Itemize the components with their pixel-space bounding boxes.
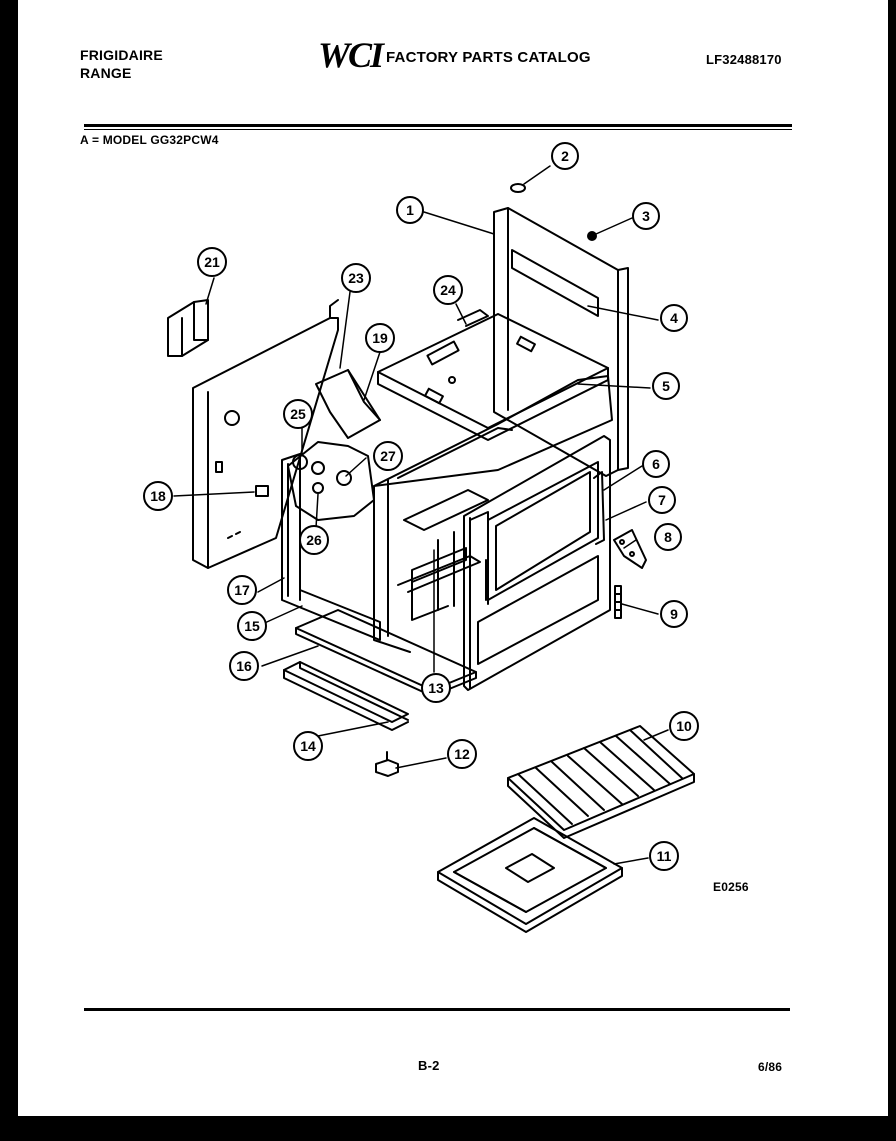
part-2-knob xyxy=(510,183,526,193)
svg-text:13: 13 xyxy=(428,680,444,696)
part-11-broiler-pan xyxy=(437,817,623,933)
svg-text:5: 5 xyxy=(662,378,670,394)
callout-15: 15 xyxy=(237,611,267,641)
part-6-gasket xyxy=(593,471,605,545)
callout-9: 9 xyxy=(660,600,688,628)
print-date: 6/86 xyxy=(758,1060,783,1074)
callout-5: 5 xyxy=(652,372,680,400)
svg-text:9: 9 xyxy=(670,606,678,622)
part-9-spring xyxy=(614,585,622,619)
svg-text:24: 24 xyxy=(440,282,456,298)
callout-7: 7 xyxy=(648,486,676,514)
header-rule-thick xyxy=(84,124,792,127)
part-23-side-panel xyxy=(192,299,339,569)
svg-text:14: 14 xyxy=(300,738,316,754)
callout-26: 26 xyxy=(299,525,329,555)
parts-catalog-sheet: FRIGIDAIRE RANGE WCI FACTORY PARTS CATAL… xyxy=(18,0,888,1116)
callout-6: 6 xyxy=(642,450,670,478)
callout-1: 1 xyxy=(396,196,424,224)
callout-2: 2 xyxy=(551,142,579,170)
svg-text:12: 12 xyxy=(454,746,470,762)
product-type: RANGE xyxy=(80,65,132,81)
svg-text:25: 25 xyxy=(290,406,306,422)
leader-lines xyxy=(173,165,669,865)
part-21-bracket xyxy=(167,299,209,357)
svg-text:4: 4 xyxy=(670,310,678,326)
callout-14: 14 xyxy=(293,731,323,761)
callout-23: 23 xyxy=(341,263,371,293)
callout-17: 17 xyxy=(227,575,257,605)
svg-text:15: 15 xyxy=(244,618,260,634)
svg-text:27: 27 xyxy=(380,448,396,464)
svg-text:6: 6 xyxy=(652,456,660,472)
callout-4: 4 xyxy=(660,304,688,332)
callout-3: 3 xyxy=(632,202,660,230)
svg-text:3: 3 xyxy=(642,208,650,224)
svg-text:7: 7 xyxy=(658,492,666,508)
svg-text:8: 8 xyxy=(664,529,672,545)
callout-12: 12 xyxy=(447,739,477,769)
callout-19: 19 xyxy=(365,323,395,353)
header-rule-thin xyxy=(84,129,792,130)
catalog-title: FACTORY PARTS CATALOG xyxy=(386,49,591,66)
catalog-number: LF32488170 xyxy=(706,52,782,67)
part-14-channel xyxy=(283,661,409,731)
oven-door xyxy=(463,435,611,691)
svg-text:19: 19 xyxy=(372,330,388,346)
page-number: B-2 xyxy=(418,1058,440,1073)
part-18-bolt xyxy=(255,485,269,497)
diagram-code: E0256 xyxy=(713,880,749,894)
callout-24: 24 xyxy=(433,275,463,305)
svg-text:21: 21 xyxy=(204,254,220,270)
part-25-26-27-burner xyxy=(287,441,375,521)
part-1-back-panel xyxy=(493,207,629,477)
callout-21: 21 xyxy=(197,247,227,277)
svg-text:16: 16 xyxy=(236,658,252,674)
callout-16: 16 xyxy=(229,651,259,681)
callout-13: 13 xyxy=(421,673,451,703)
wci-logo: WCI xyxy=(318,35,384,75)
svg-text:10: 10 xyxy=(676,718,692,734)
brand-name: FRIGIDAIRE xyxy=(80,47,163,63)
callout-18: 18 xyxy=(143,481,173,511)
svg-text:23: 23 xyxy=(348,270,364,286)
part-10-oven-rack xyxy=(507,725,695,839)
callout-8: 8 xyxy=(654,523,682,551)
part-19-bracket xyxy=(315,369,381,439)
model-line: A = MODEL GG32PCW4 xyxy=(80,133,219,147)
svg-text:26: 26 xyxy=(306,532,322,548)
exploded-parts-diagram: 1 2 3 4 5 6 7 8 9 10 11 12 13 14 15 16 1… xyxy=(143,142,699,933)
part-3-screw xyxy=(587,231,597,241)
footer-rule xyxy=(84,1008,790,1011)
svg-text:2: 2 xyxy=(561,148,569,164)
svg-text:18: 18 xyxy=(150,488,166,504)
svg-text:17: 17 xyxy=(234,582,250,598)
part-12-leg xyxy=(375,751,399,777)
svg-text:11: 11 xyxy=(657,848,672,864)
part-8-hinge xyxy=(613,529,647,569)
callout-25: 25 xyxy=(283,399,313,429)
callout-10: 10 xyxy=(669,711,699,741)
callouts: 1 2 3 4 5 6 7 8 9 10 11 12 13 14 15 16 1… xyxy=(143,142,699,871)
part-17-frame xyxy=(281,453,381,641)
svg-text:1: 1 xyxy=(406,202,414,218)
callout-11: 11 xyxy=(649,841,679,871)
callout-27: 27 xyxy=(373,441,403,471)
